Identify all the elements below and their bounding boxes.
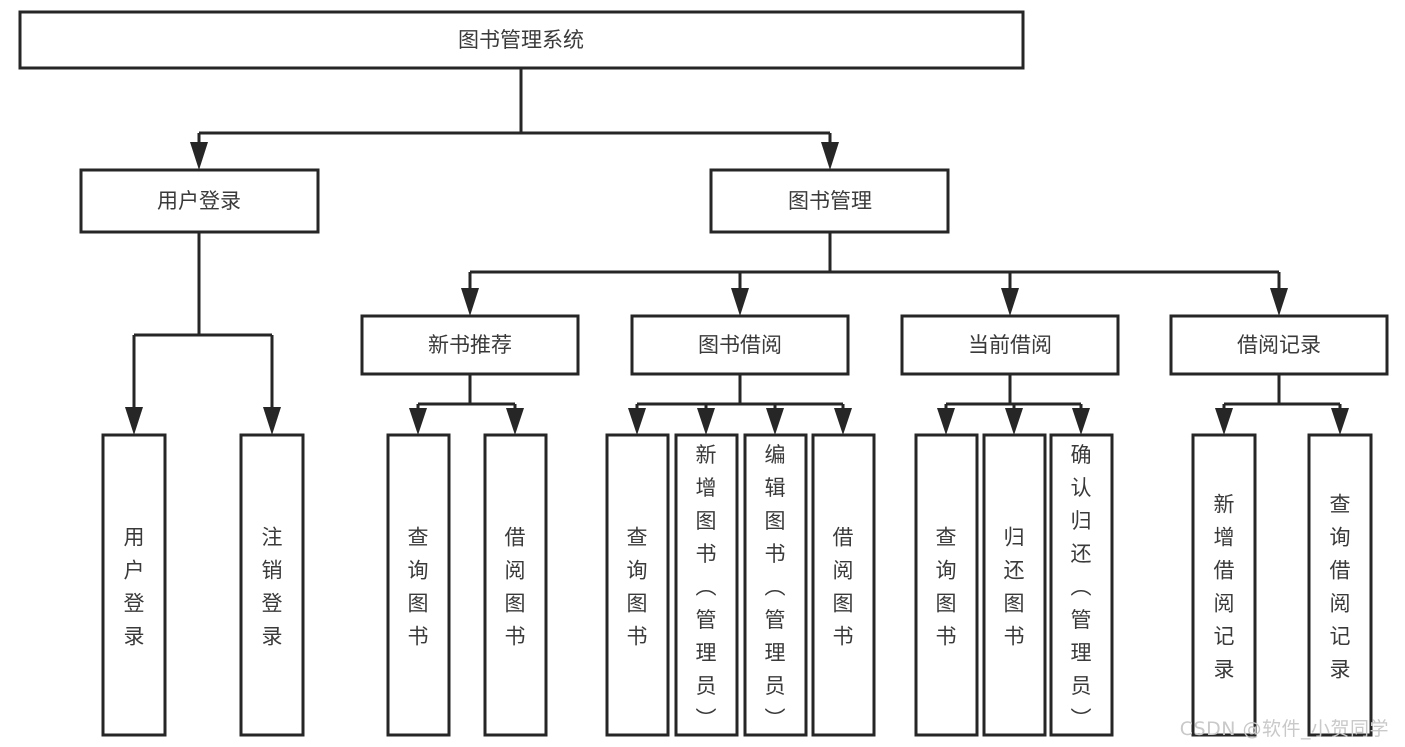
leaf-confirm-return-box[interactable]	[1049, 433, 1114, 737]
leaf-add-record[interactable]: 新增借阅记录	[1191, 433, 1257, 737]
leaf-borrow-book-2[interactable]: 借阅图书	[811, 433, 876, 737]
node-borrow-record-box[interactable]	[1169, 314, 1389, 376]
leaf-add-book-box[interactable]	[674, 433, 739, 737]
arrowhead-leaf-query-book-1	[409, 408, 427, 435]
node-borrow-record-label: 借阅记录	[1237, 333, 1321, 357]
arrowhead-leaf-borrow-book-2	[834, 408, 852, 435]
leaf-user-login[interactable]: 用户登录	[101, 433, 167, 737]
leaf-query-record-box[interactable]	[1307, 433, 1373, 737]
node-book-management[interactable]: 图书管理	[709, 168, 950, 234]
arrowhead-new-book-recommend	[461, 288, 479, 316]
leaf-borrow-book-1-box[interactable]	[483, 433, 548, 737]
node-current-borrow[interactable]: 当前借阅	[900, 314, 1120, 376]
node-user-login[interactable]: 用户登录	[79, 168, 320, 234]
node-book-borrow-box[interactable]	[630, 314, 850, 376]
node-current-borrow-label: 当前借阅	[968, 333, 1052, 357]
node-borrow-record[interactable]: 借阅记录	[1169, 314, 1389, 376]
node-user-login-label: 用户登录	[157, 189, 241, 213]
node-root-label: 图书管理系统	[458, 28, 584, 52]
leaf-return-book[interactable]: 归还图书	[982, 433, 1047, 737]
leaf-borrow-book-1-label: 借阅图书	[505, 526, 526, 649]
arrowhead-leaf-add-record	[1215, 408, 1233, 435]
node-book-management-label: 图书管理	[788, 189, 872, 213]
node-root[interactable]: 图书管理系统	[18, 10, 1025, 70]
leaf-user-login-box[interactable]	[101, 433, 167, 737]
node-book-borrow-label: 图书借阅	[698, 333, 782, 357]
arrowhead-leaf-query-record	[1331, 408, 1349, 435]
leaf-borrow-book-1[interactable]: 借阅图书	[483, 433, 548, 737]
leaf-logout-login-label: 注销登录	[262, 526, 283, 649]
arrowhead-borrow-record	[1270, 288, 1288, 316]
leaf-borrow-book-2-box[interactable]	[811, 433, 876, 737]
leaf-query-book-1-box[interactable]	[386, 433, 451, 737]
leaf-logout-login[interactable]: 注销登录	[239, 433, 305, 737]
leaf-user-login-label: 用户登录	[124, 526, 145, 649]
leaf-query-book-2[interactable]: 查询图书	[605, 433, 670, 737]
leaf-edit-book-box[interactable]	[743, 433, 808, 737]
arrowhead-leaf-add-book	[697, 408, 715, 435]
leaf-return-book-label: 归还图书	[1004, 526, 1025, 649]
leaf-logout-login-box[interactable]	[239, 433, 305, 737]
connector-layer	[125, 68, 1349, 435]
node-new-book-recommend[interactable]: 新书推荐	[360, 314, 580, 376]
node-book-borrow[interactable]: 图书借阅	[630, 314, 850, 376]
arrowhead-book-borrow	[731, 288, 749, 316]
leaf-query-book-3-label: 查询图书	[936, 526, 957, 649]
arrowhead-current-borrow	[1001, 288, 1019, 316]
node-book-management-box[interactable]	[709, 168, 950, 234]
arrowhead-leaf-return-book	[1005, 408, 1023, 435]
arrowhead-leaf-query-book-3	[937, 408, 955, 435]
arrowhead-leaf-confirm-return	[1072, 408, 1090, 435]
leaf-query-book-1[interactable]: 查询图书	[386, 433, 451, 737]
leaf-query-book-3[interactable]: 查询图书	[914, 433, 979, 737]
node-user-login-box[interactable]	[79, 168, 320, 234]
arrowhead-user-login	[190, 142, 208, 170]
leaf-edit-book[interactable]: 编辑图书︵管理员︶	[743, 433, 808, 737]
leaf-add-record-label: 新增借阅记录	[1214, 493, 1235, 682]
leaf-query-book-3-box[interactable]	[914, 433, 979, 737]
arrowhead-leaf-logout-login	[263, 407, 281, 435]
leaf-borrow-book-2-label: 借阅图书	[833, 526, 854, 649]
arrowhead-leaf-edit-book	[766, 408, 784, 435]
arrowhead-leaf-query-book-2	[628, 408, 646, 435]
leaf-confirm-return-label: 确认归还︵管理员︶	[1071, 443, 1092, 731]
arrowhead-leaf-borrow-book-1	[506, 408, 524, 435]
leaf-add-record-box[interactable]	[1191, 433, 1257, 737]
leaf-query-record[interactable]: 查询借阅记录	[1307, 433, 1373, 737]
node-new-book-recommend-label: 新书推荐	[428, 333, 512, 357]
leaf-add-book-label: 新增图书︵管理员︶	[696, 443, 717, 731]
leaf-add-book[interactable]: 新增图书︵管理员︶	[674, 433, 739, 737]
leaf-return-book-box[interactable]	[982, 433, 1047, 737]
node-new-book-recommend-box[interactable]	[360, 314, 580, 376]
arrowhead-book-management	[821, 142, 839, 170]
leaf-query-book-1-label: 查询图书	[408, 526, 429, 649]
node-root-box[interactable]	[18, 10, 1025, 70]
arrowhead-leaf-user-login	[125, 407, 143, 435]
leaf-query-book-2-label: 查询图书	[627, 526, 648, 649]
leaf-confirm-return[interactable]: 确认归还︵管理员︶	[1049, 433, 1114, 737]
leaf-query-book-2-box[interactable]	[605, 433, 670, 737]
leaf-query-record-label: 查询借阅记录	[1330, 493, 1351, 682]
node-current-borrow-box[interactable]	[900, 314, 1120, 376]
leaf-edit-book-label: 编辑图书︵管理员︶	[765, 443, 786, 731]
